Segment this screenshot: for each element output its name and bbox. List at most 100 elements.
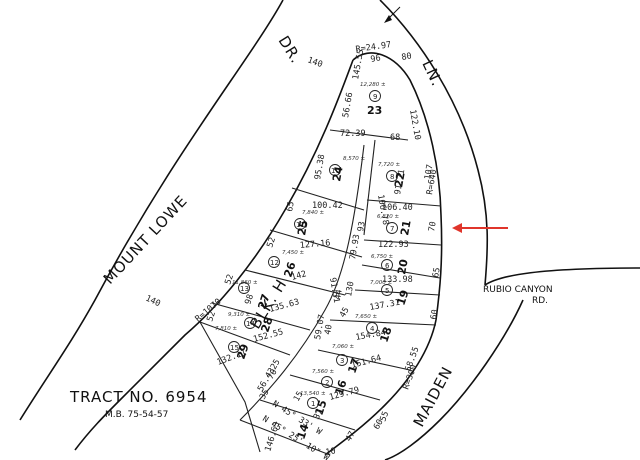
lot-number: 29 bbox=[234, 342, 251, 361]
lot-number: 23 bbox=[367, 104, 382, 117]
lot-area: 11,860 ± bbox=[232, 280, 258, 286]
rubio-canyon-road-edge bbox=[484, 267, 640, 286]
dimension-label: 15 bbox=[292, 390, 306, 404]
lot-21: 7 21 6,820 ± bbox=[377, 214, 414, 237]
lot-line-28-29 bbox=[199, 321, 291, 356]
lot-area: 7,560 ± bbox=[312, 369, 334, 375]
lot-number: 20 bbox=[395, 258, 411, 276]
lot-number: 27 bbox=[255, 292, 272, 311]
road-name-ln: LN. bbox=[418, 57, 446, 89]
dimension-label: 40 bbox=[323, 324, 335, 336]
lot-number: 19 bbox=[394, 288, 411, 307]
lot-circle-id: 8 bbox=[390, 173, 394, 181]
lot-circle-id: 11 bbox=[296, 221, 305, 229]
red-pointer-arrow bbox=[452, 223, 508, 233]
dimension-label: 95.38 bbox=[313, 154, 327, 181]
lot-19: 5 19 7,000 ± bbox=[370, 280, 412, 307]
lot-18: 4 18 7,650 ± bbox=[355, 314, 395, 344]
curve-label: R=640 bbox=[425, 169, 439, 196]
lot-circle-id: 4 bbox=[370, 325, 375, 333]
lot-23: 9 23 12,280 ± bbox=[360, 82, 386, 117]
lot-area: 12,280 ± bbox=[360, 82, 386, 88]
road-name-rubio-canyon: RUBIO CANYON bbox=[483, 285, 553, 295]
lot-22: 8 22 7,720 ± bbox=[378, 162, 408, 189]
dimension-label: 65 bbox=[431, 267, 443, 279]
dimension-label: 151.64 bbox=[350, 353, 382, 371]
lot-circle bbox=[321, 376, 333, 388]
dimension-label: 106.40 bbox=[382, 203, 413, 213]
lot-25: 11 25 7,840 ± bbox=[294, 210, 324, 237]
dimension-label: 80 bbox=[401, 51, 413, 63]
dimension-label: 60 bbox=[372, 418, 386, 432]
lot-number: 16 bbox=[332, 378, 349, 397]
dimension-label: 70 bbox=[427, 221, 439, 233]
dimension-label: 44 bbox=[333, 289, 345, 301]
lot-16: 2 16 7,560 ± bbox=[312, 369, 350, 397]
road-name-dr: DR. bbox=[275, 33, 306, 67]
lot-circle bbox=[307, 397, 319, 409]
dimension-label: 137.31 bbox=[369, 298, 401, 313]
lot-circle bbox=[329, 164, 341, 176]
lot-area: 7,060 ± bbox=[332, 344, 354, 350]
lot-line-17-16 bbox=[317, 349, 411, 371]
curve-label: R=24.97 bbox=[355, 40, 392, 55]
tract-title: TRACT NO. 6954 bbox=[70, 388, 208, 406]
dimension-label: 96 bbox=[370, 53, 382, 65]
lot-27: 13 27 11,860 ± bbox=[232, 280, 273, 311]
dimension-labels: 56.66 145.55 96 80 122.10 72.39 68 95.38… bbox=[205, 49, 442, 460]
lot-line-19-18 bbox=[354, 289, 441, 296]
lot-28: 14 28 9,310 ± bbox=[228, 312, 276, 334]
lot-circle-id: 5 bbox=[385, 287, 389, 295]
lot-15: 1 15 13,540 ± bbox=[300, 391, 330, 417]
dimension-label: 59.07 bbox=[313, 314, 327, 341]
lot-20: 6 20 6,750 ± bbox=[371, 254, 411, 276]
lot-24: 10 24 8,570 ± bbox=[329, 156, 365, 183]
lot-circle bbox=[336, 354, 348, 366]
dimension-label: 45 bbox=[338, 306, 352, 320]
dimension-label: 25 bbox=[269, 358, 283, 372]
lot-line-16-15 bbox=[289, 374, 381, 401]
lot-circle bbox=[294, 218, 306, 230]
lot-area: 13,540 ± bbox=[300, 391, 326, 397]
lot-number: 14 bbox=[294, 422, 311, 441]
lot-area: 7,810 ± bbox=[215, 326, 237, 332]
dimension-label: 47 bbox=[344, 430, 358, 444]
lot-number: 25 bbox=[295, 219, 310, 236]
lot-circle-id: 13 bbox=[240, 285, 249, 293]
lot-29: 15 29 7,810 ± bbox=[215, 326, 252, 361]
dimension-label: 91.71 bbox=[393, 169, 407, 196]
back-lot-line bbox=[199, 321, 261, 453]
dimension-label: 127.16 bbox=[299, 238, 330, 251]
lot-number: 15 bbox=[312, 398, 329, 417]
mount-lowe-drive-outer-edge bbox=[19, 0, 284, 421]
dimension-label: 52 bbox=[205, 310, 218, 323]
dimension-label: 70 bbox=[266, 368, 280, 382]
lot-line-15-14 bbox=[259, 399, 356, 431]
lot-circle bbox=[366, 322, 378, 334]
block-center-line bbox=[239, 144, 365, 421]
lot-circle-id: 6 bbox=[385, 262, 390, 270]
dimension-label: 133.98 bbox=[382, 275, 413, 285]
street-number-top: 140 bbox=[306, 55, 324, 70]
dimension-label: 100.42 bbox=[312, 201, 343, 211]
lot-circle-id: 10 bbox=[331, 167, 340, 175]
dimension-label: 37 bbox=[312, 408, 326, 422]
lot-circle bbox=[238, 282, 250, 294]
mount-lowe-drive-inner-edge bbox=[74, 59, 354, 451]
maiden-lane-outer-edge bbox=[384, 299, 524, 460]
lot-line-22-21 bbox=[366, 199, 442, 207]
road-name-rd: RD. bbox=[532, 296, 548, 306]
dimension-label: 107 bbox=[423, 164, 436, 181]
maiden-lane-inner-edge bbox=[324, 319, 437, 456]
lot-circle-id: 7 bbox=[390, 225, 394, 233]
lot-number: 24 bbox=[330, 165, 346, 183]
north-arrow-icon bbox=[384, 6, 401, 23]
street-number-left: 140 bbox=[144, 294, 162, 310]
lot-circle-id: 12 bbox=[270, 259, 279, 267]
lot-circle-id: 3 bbox=[340, 357, 344, 365]
lane-inner-edge bbox=[352, 52, 443, 321]
lot-line-21-20 bbox=[363, 239, 442, 246]
lot-circle bbox=[381, 259, 393, 271]
lot-circle bbox=[386, 222, 398, 234]
